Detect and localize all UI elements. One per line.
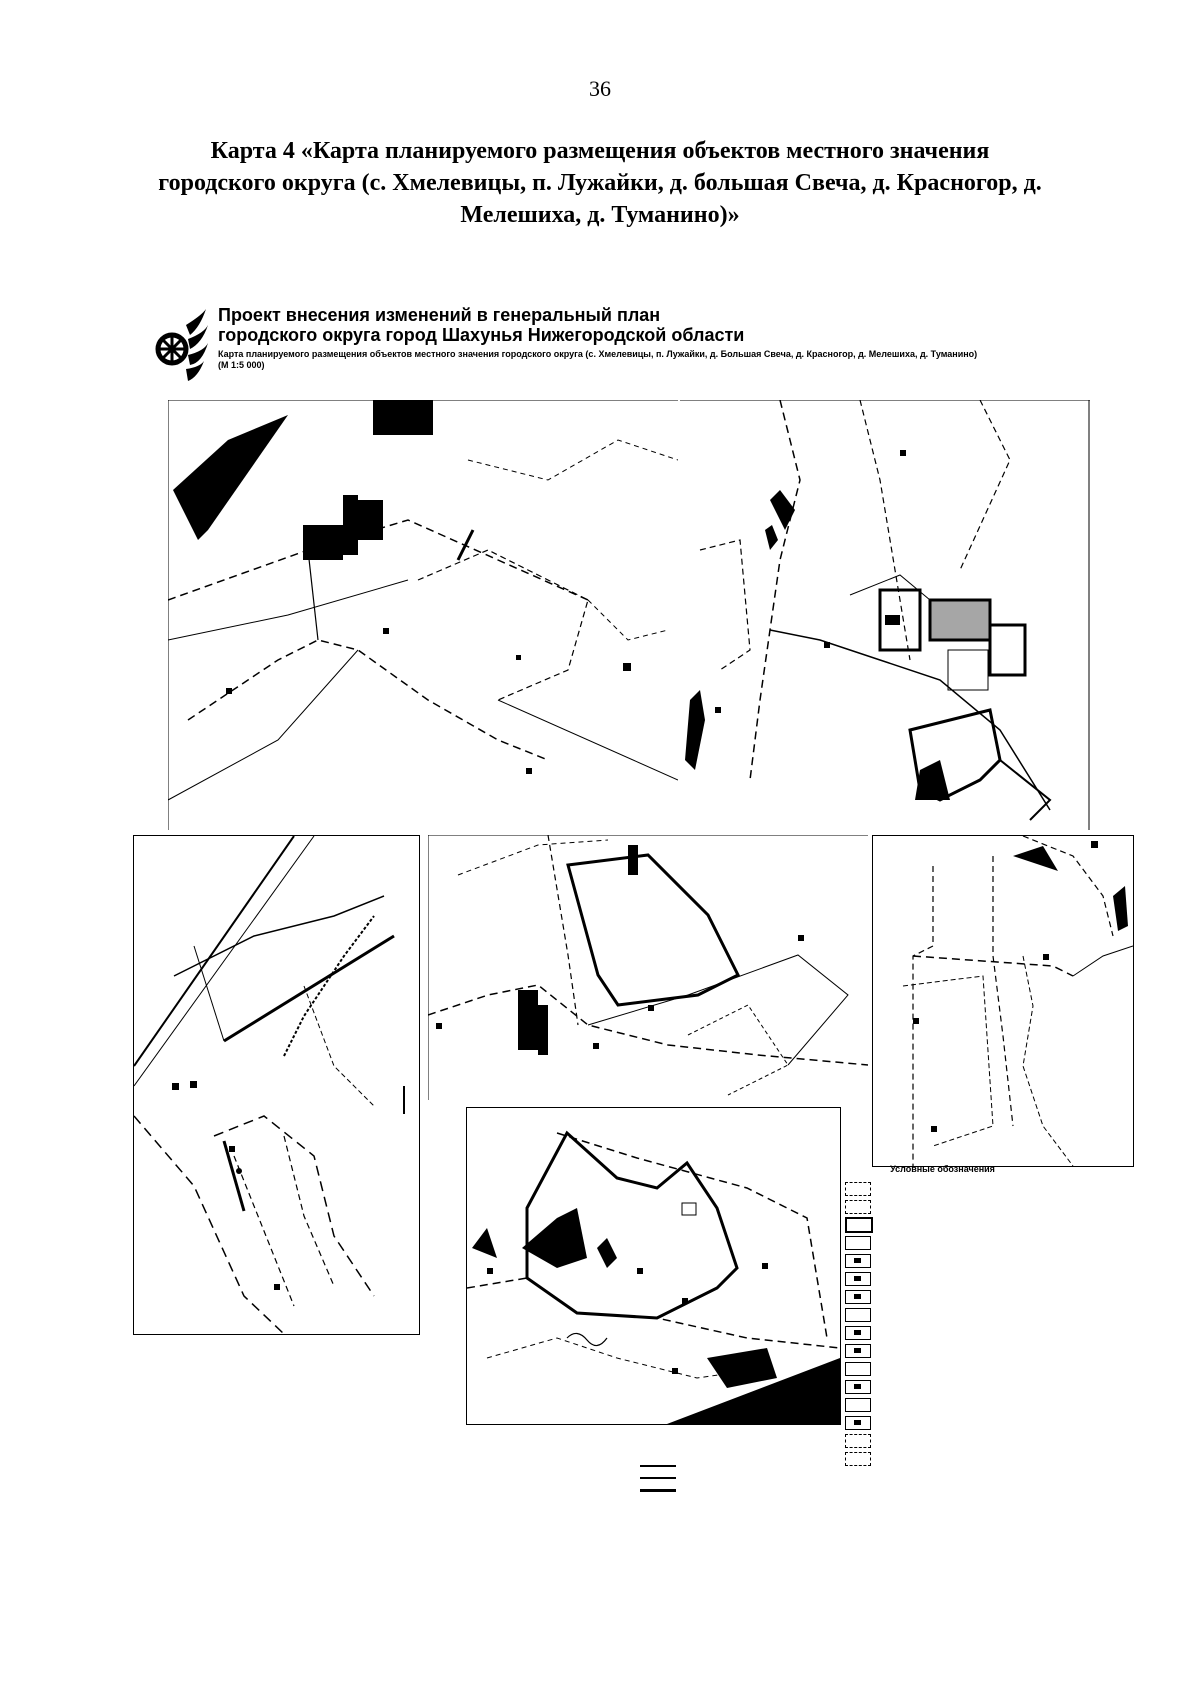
legend-item xyxy=(845,1306,1040,1324)
legend-title: Условные обозначения xyxy=(890,1164,995,1174)
legend-swatch xyxy=(845,1344,871,1358)
map-drawing-3 xyxy=(134,836,405,1334)
map-panel-3 xyxy=(133,835,420,1335)
legend-swatch xyxy=(845,1380,871,1394)
bottom-legend-item xyxy=(640,1472,840,1484)
legend-item xyxy=(845,1270,1040,1288)
legend-item xyxy=(845,1450,1040,1468)
legend-item xyxy=(845,1432,1040,1450)
legend-swatch xyxy=(845,1398,871,1412)
map-header-subtitle: Карта планируемого размещения объектов м… xyxy=(218,349,978,359)
legend-item xyxy=(845,1414,1040,1432)
legend-swatch xyxy=(845,1272,871,1286)
map-drawing-2 xyxy=(680,400,1090,830)
legend-line xyxy=(640,1488,676,1492)
legend-item xyxy=(845,1216,1040,1234)
map-drawing-5 xyxy=(902,836,1133,1166)
legend-swatch xyxy=(845,1236,871,1250)
legend-item xyxy=(845,1180,1040,1198)
document-title: Карта 4 «Карта планируемого размещения о… xyxy=(158,138,1042,228)
legend-swatch xyxy=(845,1217,873,1233)
legend-item xyxy=(845,1288,1040,1306)
legend-swatch xyxy=(845,1326,871,1340)
map-panel-4 xyxy=(428,835,868,1100)
legend-swatch xyxy=(845,1434,871,1448)
page-number: 36 xyxy=(589,76,611,101)
map-header-line1: Проект внесения изменений в генеральный … xyxy=(218,305,661,325)
legend-item xyxy=(845,1234,1040,1252)
map-header: Проект внесения изменений в генеральный … xyxy=(150,305,1050,385)
legend-line xyxy=(640,1465,676,1467)
map-panel-5 xyxy=(872,835,1134,1167)
legend-item xyxy=(845,1342,1040,1360)
map-panel-2 xyxy=(680,400,1090,830)
map-header-text: Проект внесения изменений в генеральный … xyxy=(218,305,1058,371)
legend-swatch xyxy=(845,1308,871,1322)
map-panel-6 xyxy=(466,1107,841,1425)
legend-swatch xyxy=(845,1254,871,1268)
bottom-legend-item xyxy=(640,1460,840,1472)
legend-item xyxy=(845,1252,1040,1270)
legend-item xyxy=(845,1378,1040,1396)
legend-swatch xyxy=(845,1416,871,1430)
map-drawing-1 xyxy=(168,400,678,830)
map-header-line2: городского округа город Шахунья Нижегоро… xyxy=(218,325,745,345)
legend-item xyxy=(845,1324,1040,1342)
map-drawing-6 xyxy=(467,1130,840,1424)
legend-swatch xyxy=(845,1200,871,1214)
legend-item xyxy=(845,1396,1040,1414)
bottom-legend xyxy=(640,1460,840,1496)
legend-swatch xyxy=(845,1362,871,1376)
map-header-scale: (М 1:5 000) xyxy=(218,360,265,370)
legend-swatch xyxy=(845,1182,871,1196)
legend-item xyxy=(845,1360,1040,1378)
legend-swatch xyxy=(845,1452,871,1466)
legend-item xyxy=(845,1198,1040,1216)
legend-line xyxy=(640,1477,676,1479)
map-drawing-4 xyxy=(428,835,868,1100)
legend-swatch xyxy=(845,1290,871,1304)
map-panel-1 xyxy=(168,400,678,830)
emblem-logo xyxy=(150,305,210,385)
bottom-legend-item xyxy=(640,1484,840,1496)
map-legend: Условные обозначения xyxy=(845,1164,1040,1468)
